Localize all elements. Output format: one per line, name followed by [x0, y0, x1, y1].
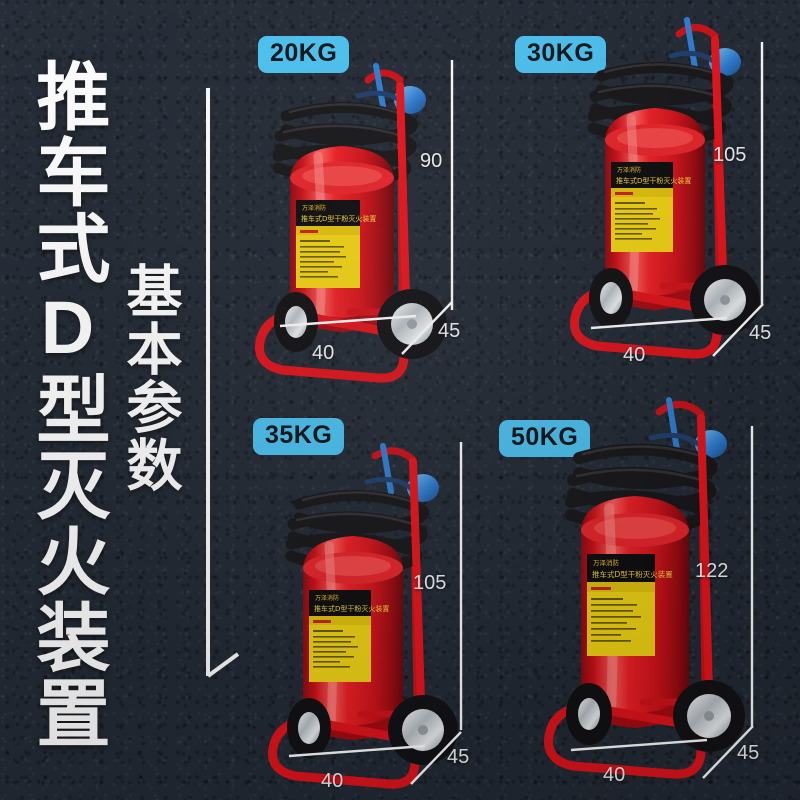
label-brand-text: 万泽消防	[302, 204, 326, 212]
dimension-depth-20kg: 45	[438, 320, 461, 342]
size-badge-50kg: 50KG	[499, 420, 591, 457]
dimension-depth-50kg: 45	[737, 742, 760, 764]
dimension-height-20kg: 90	[420, 150, 443, 172]
dimension-width-30kg: 40	[623, 344, 646, 366]
wheel-front	[377, 289, 447, 359]
product-panel-35kg: 35KG	[245, 400, 505, 795]
dimension-height-35kg: 105	[413, 572, 447, 594]
dimension-line-width-30kg	[590, 316, 728, 330]
svg-text:推车式D型干粉灭火装置: 推车式D型干粉灭火装置	[592, 569, 673, 579]
svg-text:万泽消防: 万泽消防	[617, 166, 641, 174]
page-title: 推车式D型灭火装置	[26, 58, 109, 751]
svg-text:万泽消防: 万泽消防	[593, 558, 620, 567]
dimension-depth-30kg: 45	[749, 322, 772, 344]
svg-text:推车式D型干粉灭火装置: 推车式D型干粉灭火装置	[616, 176, 691, 185]
product-panel-50kg: 50KG	[495, 390, 795, 795]
dimension-line-height-50kg	[750, 426, 754, 726]
svg-text:万泽消防: 万泽消防	[315, 594, 339, 602]
svg-text:推车式D型干粉灭火装置: 推车式D型干粉灭火装置	[314, 604, 389, 613]
dimension-line-depth-35kg	[410, 731, 462, 785]
dimension-width-50kg: 40	[603, 764, 626, 786]
fire-extinguisher-illustration-20kg: 万泽消防 推车式D型干粉灭火装置	[254, 63, 447, 383]
wheel-rear	[274, 292, 318, 352]
fire-extinguisher-illustration-50kg: 万泽消防 推车式D型干粉灭火装置	[544, 397, 745, 779]
fire-extinguisher-illustration-35kg: 万泽消防 推车式D型干粉灭火装置	[267, 443, 458, 789]
dimension-depth-35kg: 45	[447, 746, 470, 768]
wheel-rear	[287, 698, 331, 758]
fire-extinguisher-illustration-30kg: 万泽消防 推车式D型干粉灭火装置	[569, 17, 760, 359]
dimension-line-height-20kg	[450, 60, 454, 310]
dimension-height-30kg: 105	[713, 144, 747, 166]
label-title-text: 推车式D型干粉灭火装置	[301, 214, 376, 223]
dimension-line-width-35kg	[288, 744, 426, 758]
dimension-line-height-35kg	[459, 442, 463, 730]
size-badge-35kg: 35KG	[253, 418, 345, 455]
wheel-front	[673, 680, 745, 752]
dimension-line-depth-20kg	[401, 301, 453, 355]
dimension-line-depth-30kg	[712, 303, 764, 357]
size-badge-20kg: 20KG	[258, 36, 350, 73]
dimension-width-35kg: 40	[321, 770, 344, 792]
dimension-height-50kg: 122	[695, 560, 729, 582]
bracket-divider	[206, 88, 240, 678]
wheel-rear	[589, 268, 633, 328]
wheel-front	[690, 265, 760, 335]
dimension-line-depth-50kg	[702, 725, 754, 779]
product-panel-20kg: 20KG	[250, 20, 500, 390]
product-panel-30kg: 30KG	[505, 8, 790, 390]
dimension-line-height-30kg	[760, 42, 764, 304]
page-subtitle: 基本参数	[119, 262, 182, 494]
dimension-line-width-20kg	[279, 314, 417, 328]
wheel-rear	[566, 683, 612, 745]
dimension-line-width-50kg	[570, 738, 708, 752]
dimension-width-20kg: 40	[312, 342, 335, 364]
size-badge-30kg: 30KG	[515, 36, 607, 73]
